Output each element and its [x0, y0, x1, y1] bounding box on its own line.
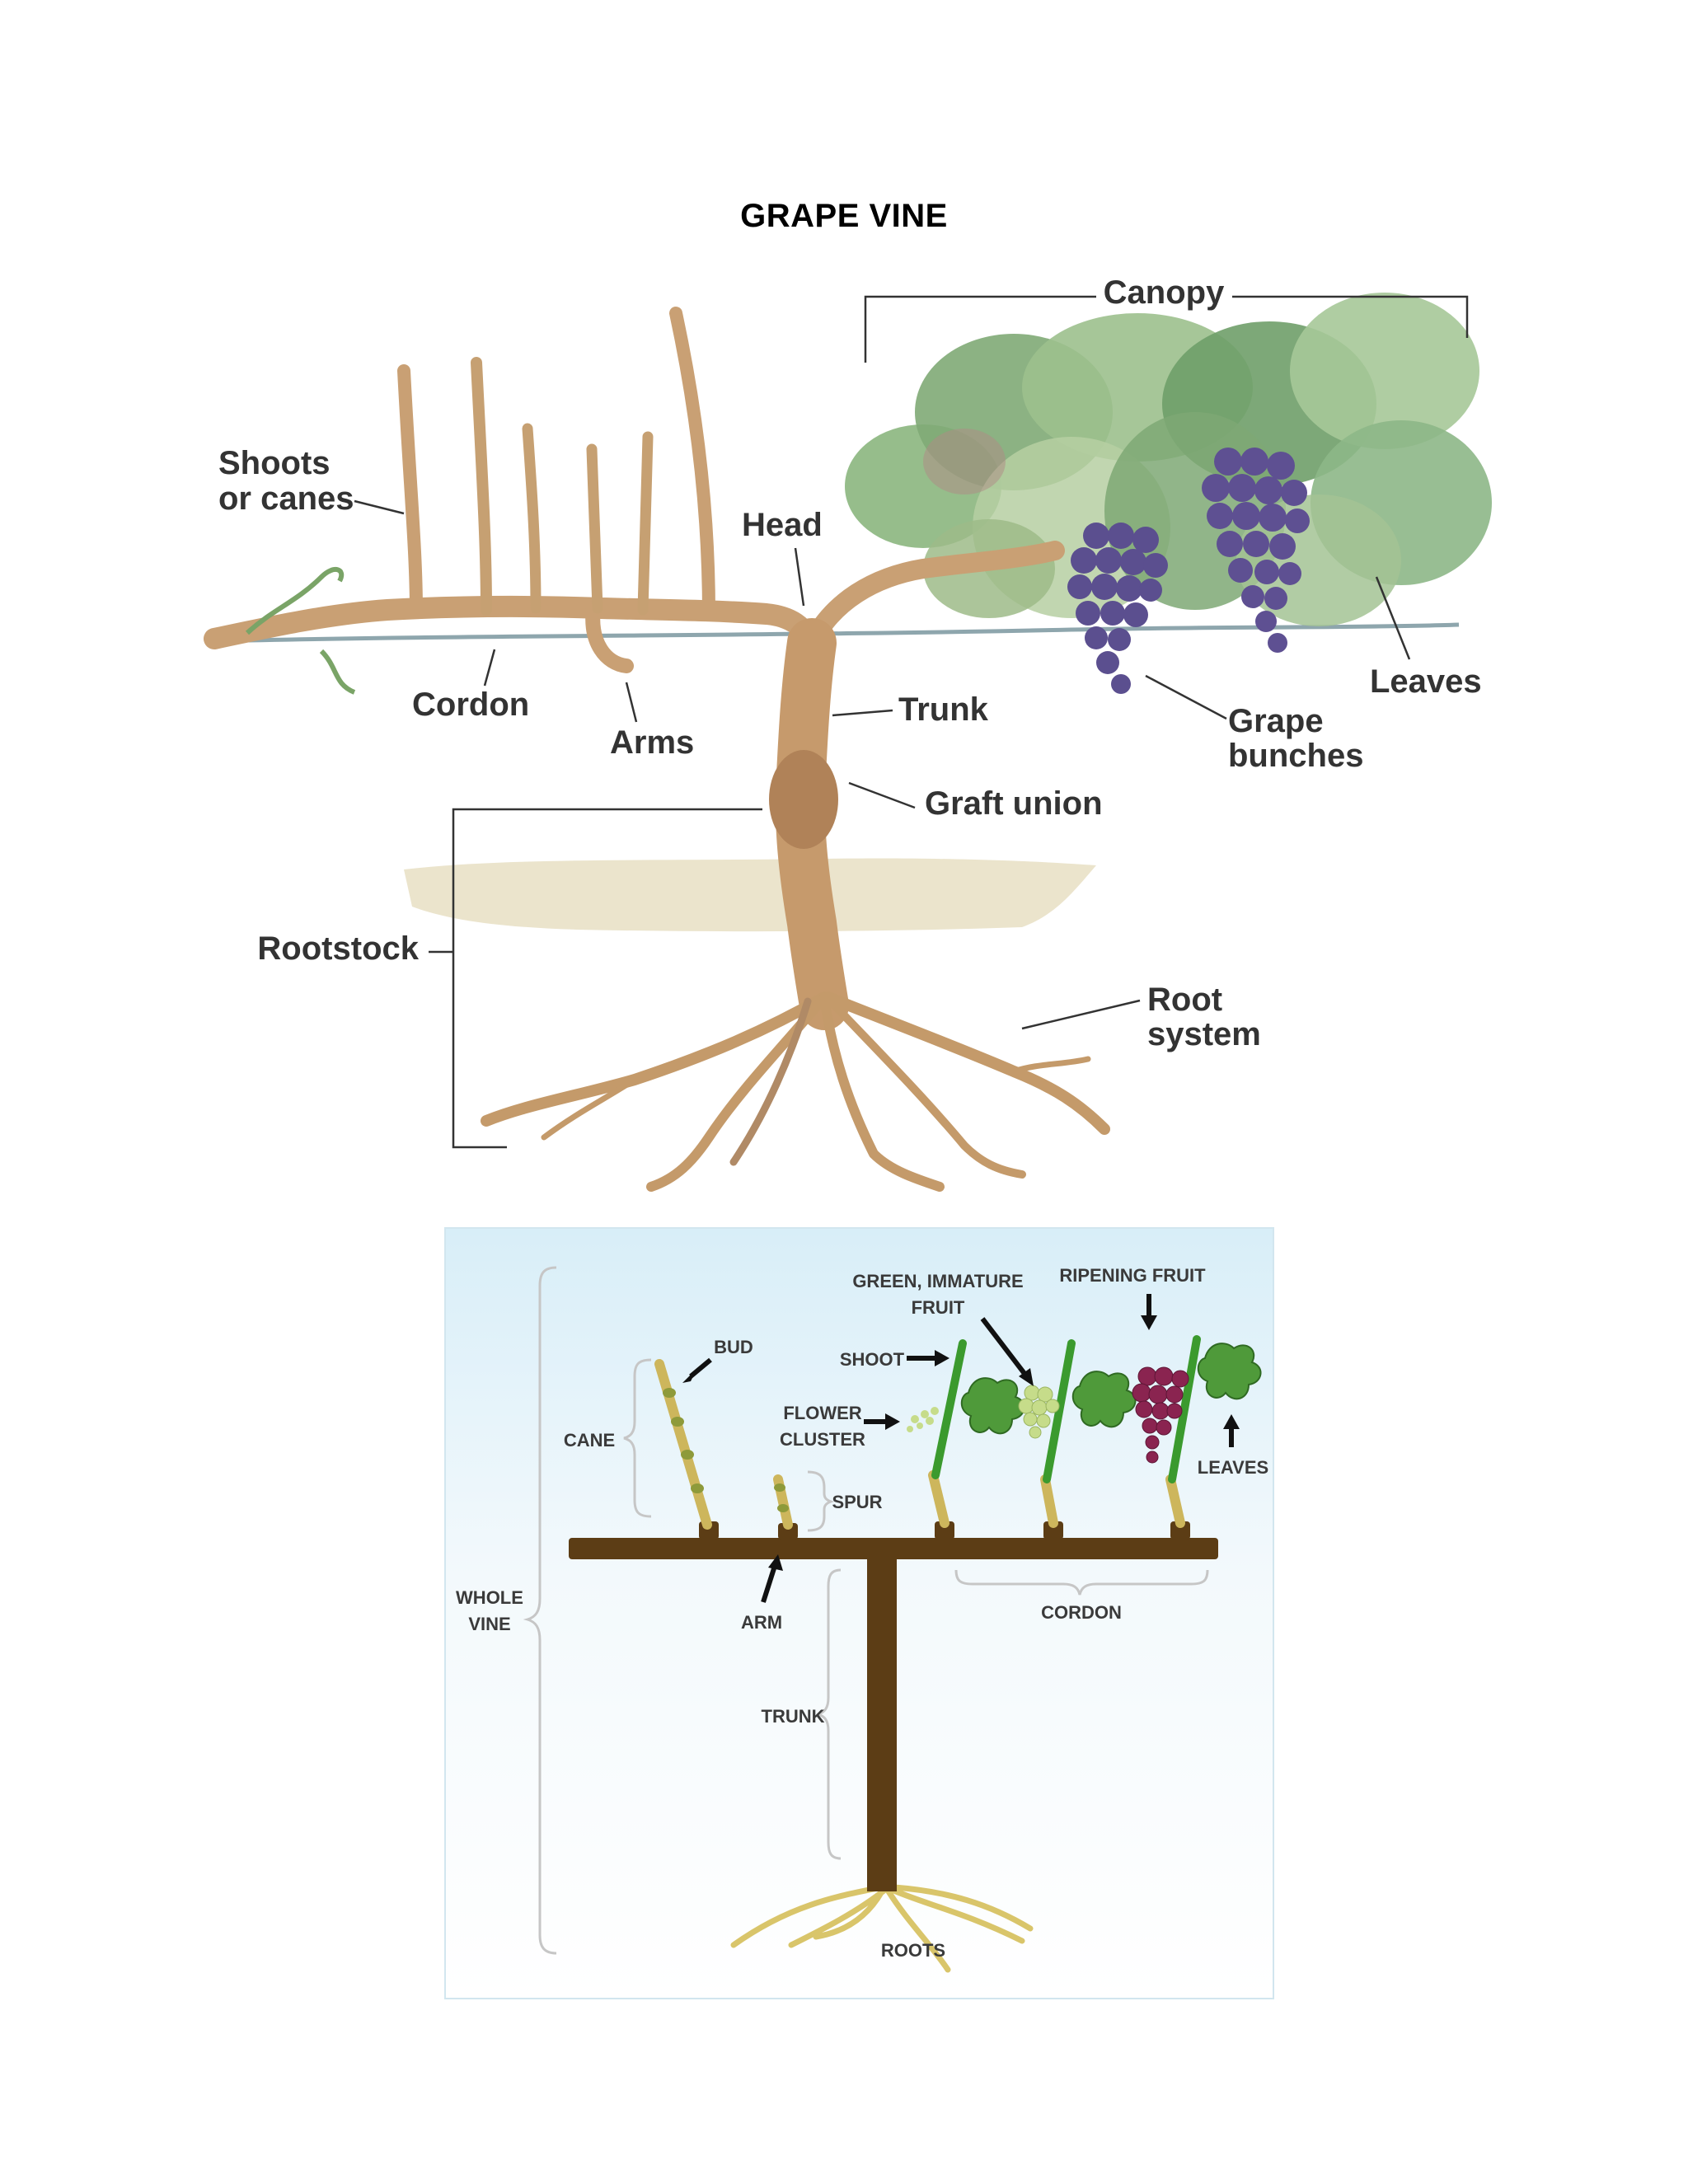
trunk-bracket — [817, 1568, 842, 1860]
canopy-foliage — [845, 293, 1492, 626]
label-canopy: Canopy — [1104, 274, 1225, 311]
label-cane: CANE — [564, 1430, 615, 1451]
label-whole-vine-line1: WHOLE — [456, 1587, 523, 1608]
label-cordon: Cordon — [412, 687, 529, 723]
cordon-bracket — [954, 1569, 1209, 1596]
soil-band — [404, 858, 1096, 932]
label-roots: ROOTS — [881, 1940, 945, 1961]
whole-vine-bracket — [523, 1266, 557, 1955]
cane-bracket — [623, 1358, 652, 1518]
label-shoots-line2: or canes — [218, 480, 354, 517]
schematic-trunk — [867, 1554, 897, 1891]
leaf — [1197, 1343, 1262, 1400]
grape-bunch-left — [1067, 523, 1168, 694]
ripe-fruit-cluster — [1132, 1366, 1189, 1464]
illustration-leader-lines — [354, 499, 1411, 1030]
label-shoot: SHOOT — [840, 1349, 905, 1370]
label-trunk: Trunk — [898, 691, 989, 728]
label-flower-cluster-line1: FLOWER — [783, 1403, 861, 1423]
schematic-arrows — [682, 1294, 1240, 1603]
cordon-node — [935, 1521, 954, 1540]
label-cordon-schematic: CORDON — [1041, 1602, 1122, 1623]
grape-bunch-right — [1202, 448, 1310, 653]
label-root-system-line1: Root — [1147, 982, 1222, 1018]
rootstock-bracket — [429, 808, 762, 1149]
schematic-background — [444, 1227, 1274, 1999]
schematic-shoot — [1043, 1339, 1076, 1483]
green-fruit-cluster — [1018, 1385, 1060, 1439]
label-shoots-line1: Shoots — [218, 445, 331, 481]
trellis-wire — [209, 622, 1460, 644]
label-bud: BUD — [714, 1337, 753, 1357]
flower-cluster — [907, 1407, 939, 1432]
label-trunk-schematic: TRUNK — [762, 1706, 825, 1727]
label-root-system-line2: system — [1147, 1016, 1261, 1052]
vine-schematic: BUD CANE SPUR SHOOT FLOWER CLUSTER GREEN… — [444, 1227, 1274, 1999]
vine-wood — [204, 307, 1110, 1192]
cane-buds — [663, 1388, 704, 1493]
page-title: GRAPE VINE — [740, 198, 948, 234]
arm-node — [778, 1523, 798, 1540]
label-arms: Arms — [610, 724, 694, 761]
tendril — [245, 567, 356, 695]
label-grape-bunches-line1: Grape — [1228, 703, 1324, 739]
label-flower-cluster-line2: CLUSTER — [780, 1429, 865, 1450]
cordon-node — [1043, 1521, 1063, 1540]
label-grape-bunches-line2: bunches — [1228, 738, 1363, 774]
canopy-bracket — [864, 295, 1469, 363]
label-head: Head — [742, 507, 823, 543]
leaf — [1071, 1371, 1137, 1428]
spur-bracket — [807, 1470, 835, 1532]
label-graft-union: Graft union — [925, 785, 1103, 822]
schematic-cordon — [569, 1538, 1218, 1559]
label-rootstock: Rootstock — [257, 930, 419, 967]
label-arm: ARM — [741, 1612, 782, 1633]
leaf — [960, 1377, 1025, 1435]
cordon-node — [1170, 1521, 1190, 1540]
label-green-fruit-line1: GREEN, IMMATURE — [852, 1271, 1023, 1291]
label-leaves: Leaves — [1370, 663, 1482, 700]
label-green-fruit-line2: FRUIT — [912, 1297, 965, 1318]
schematic-roots — [730, 1884, 1034, 1973]
label-leaves-schematic: LEAVES — [1198, 1457, 1268, 1478]
label-spur: SPUR — [832, 1492, 882, 1512]
label-whole-vine-line2: VINE — [468, 1614, 510, 1634]
vine-illustration: Canopy Rootstock Shoots or canes Head Co… — [204, 274, 1492, 1192]
schematic-shoot — [1168, 1335, 1201, 1483]
schematic-shoot — [931, 1339, 967, 1479]
label-ripening-fruit: RIPENING FRUIT — [1059, 1265, 1206, 1286]
